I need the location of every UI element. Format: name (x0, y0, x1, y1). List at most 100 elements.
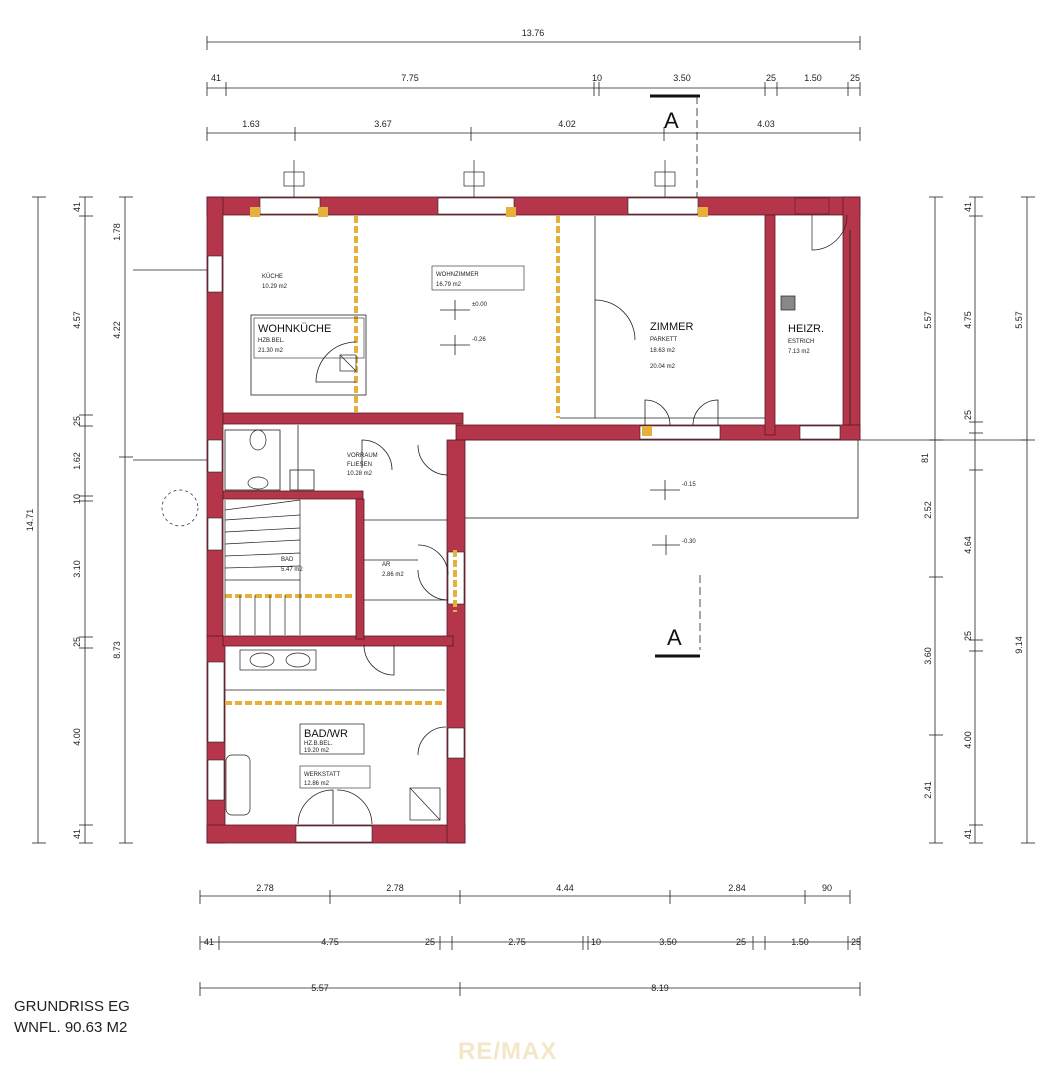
room-kueche-name: KÜCHE (262, 273, 283, 280)
dim-bottom-r2: 10 (591, 937, 601, 947)
dim-bottom-r2: 2.75 (508, 937, 526, 947)
dim-bottom-r2: 4.75 (321, 937, 339, 947)
dim-right-mid: 4.75 (963, 311, 973, 329)
room-zimmer-floor: PARKETT (650, 337, 678, 343)
dim-left-inner: 41 (72, 829, 82, 839)
dim-left-inner: 41 (72, 202, 82, 212)
dim-bottom-r2: 25 (851, 937, 861, 947)
left-dimensions (32, 196, 207, 844)
plan-title-line1: GRUNDRISS EG (14, 998, 130, 1015)
room-zimmer-area: 18.63 m2 (650, 348, 676, 354)
level-terrace-2: -0.30 (682, 539, 696, 545)
level-markers (440, 300, 680, 555)
dim-bottom-r2: 25 (736, 937, 746, 947)
room-wohnzimmer-area: 16.79 m2 (436, 282, 462, 288)
plan-title: GRUNDRISS EG WNFL. 90.63 M2 (14, 996, 130, 1038)
dim-top-r2: 7.75 (401, 73, 419, 83)
interior-lines (224, 216, 851, 691)
dim-top-r3: 4.03 (757, 119, 775, 129)
dim-right-mid: 4.00 (963, 731, 973, 749)
plan-title-line2: WNFL. 90.63 M2 (14, 1019, 128, 1036)
top-dimension-labels: 13.76 41 7.75 10 3.50 25 1.50 25 1.63 3.… (211, 28, 860, 129)
dim-top-r2: 25 (850, 73, 860, 83)
dim-top-r2: 1.50 (804, 73, 822, 83)
dim-bottom-r1: 4.44 (556, 883, 574, 893)
dim-right-outer: 9.14 (1014, 636, 1024, 654)
room-wohnkueche-area: 21.30 m2 (258, 348, 284, 354)
dim-left-inner: 25 (72, 416, 82, 426)
room-heizr-floor: ESTRICH (788, 339, 814, 345)
room-badwr-floor: HZ.B.BEL. (304, 741, 333, 747)
dim-top-r2: 3.50 (673, 73, 691, 83)
dim-bottom-r3: 5.57 (311, 983, 329, 993)
dim-right-inner: 3.60 (923, 647, 933, 665)
room-ar-area: 2.86 m2 (382, 572, 404, 578)
dim-top-r3: 4.02 (558, 119, 576, 129)
room-wohnzimmer-name: WOHNZIMMER (436, 272, 479, 278)
room-bad-area: 5.47 m2 (281, 567, 303, 573)
room-badwr-area: 19.20 m2 (304, 748, 330, 754)
wood-partitions (225, 216, 560, 705)
room-vorraum-floor: FLIESEN (347, 462, 372, 468)
dim-right-mid: 81 (920, 453, 930, 463)
level-labels: ±0.00 -0.26 -0.15 -0.30 (472, 302, 696, 545)
dim-left-inner: 1.78 (112, 223, 122, 241)
dim-bottom-r1: 2.84 (728, 883, 746, 893)
room-ar-name: AR (382, 562, 391, 568)
staircase (224, 499, 301, 635)
dim-right-inner: 2.52 (923, 501, 933, 519)
dim-left-inner: 4.00 (72, 728, 82, 746)
dim-bottom-r2: 41 (204, 937, 214, 947)
dim-top-r3: 3.67 (374, 119, 392, 129)
room-labels: KÜCHE 10.29 m2 WOHNKÜCHE HZB.BEL. 21.30 … (253, 265, 824, 789)
dim-bottom-r3: 8.19 (651, 983, 669, 993)
room-werkstatt-area: 12.86 m2 (304, 781, 330, 787)
dim-right-mid: 41 (963, 202, 973, 212)
dim-right-inner: 2.41 (923, 781, 933, 799)
room-vorraum-name: VORRAUM (347, 453, 378, 459)
top-window-markers (283, 160, 676, 200)
openings (207, 197, 841, 843)
section-marker-bottom: A (655, 625, 700, 658)
room-wohnkueche-name: WOHNKÜCHE (258, 323, 331, 335)
level-wohnzimmer-2: -0.26 (472, 337, 486, 343)
room-zimmer-name: ZIMMER (650, 321, 693, 333)
dim-left-inner: 10 (72, 494, 82, 504)
dim-top-r3: 1.63 (242, 119, 260, 129)
dim-bottom-r2: 1.50 (791, 937, 809, 947)
dim-right-mid: 25 (963, 410, 973, 420)
dim-right-mid: 25 (963, 631, 973, 641)
dim-left-mid: 4.22 (112, 321, 122, 339)
level-wohnzimmer-1: ±0.00 (472, 302, 488, 308)
dim-bottom-r1: 90 (822, 883, 832, 893)
sanitary-fixtures (161, 295, 796, 821)
doors (297, 214, 848, 825)
room-werkstatt-name: WERKSTATT (304, 772, 340, 778)
dim-left-inner: 1.62 (72, 452, 82, 470)
level-terrace-1: -0.15 (682, 482, 696, 488)
dim-left-inner: 4.57 (72, 311, 82, 329)
top-dimensions (206, 36, 861, 141)
dim-right-inner: 5.57 (923, 311, 933, 329)
remax-watermark: RE/MAX (458, 1038, 558, 1065)
right-dimension-labels: 5.57 2.52 3.60 2.41 41 4.75 25 81 4.64 2… (920, 202, 1024, 839)
dim-top-total: 13.76 (522, 28, 545, 38)
room-heizr-name: HEIZR. (788, 323, 824, 335)
room-bad-name: BAD (281, 557, 294, 563)
dim-right-outer: 5.57 (1014, 311, 1024, 329)
room-heizr-area: 7.13 m2 (788, 349, 810, 355)
dim-top-r2: 10 (592, 73, 602, 83)
dim-bottom-r2: 3.50 (659, 937, 677, 947)
bottom-dimension-labels: 2.78 2.78 4.44 2.84 90 41 4.75 25 2.75 1… (204, 883, 861, 993)
room-badwr-name: BAD/WR (304, 728, 348, 740)
bottom-dimensions (199, 890, 861, 996)
room-vorraum-area: 10.28 m2 (347, 471, 373, 477)
dim-left-total: 14.71 (25, 509, 35, 532)
right-dimensions (860, 196, 1035, 844)
dim-bottom-r2: 25 (425, 937, 435, 947)
dim-right-mid: 41 (963, 829, 973, 839)
section-label-top: A (664, 108, 679, 133)
dim-bottom-r1: 2.78 (386, 883, 404, 893)
room-zimmer-extra: 20.04 m2 (650, 364, 676, 370)
